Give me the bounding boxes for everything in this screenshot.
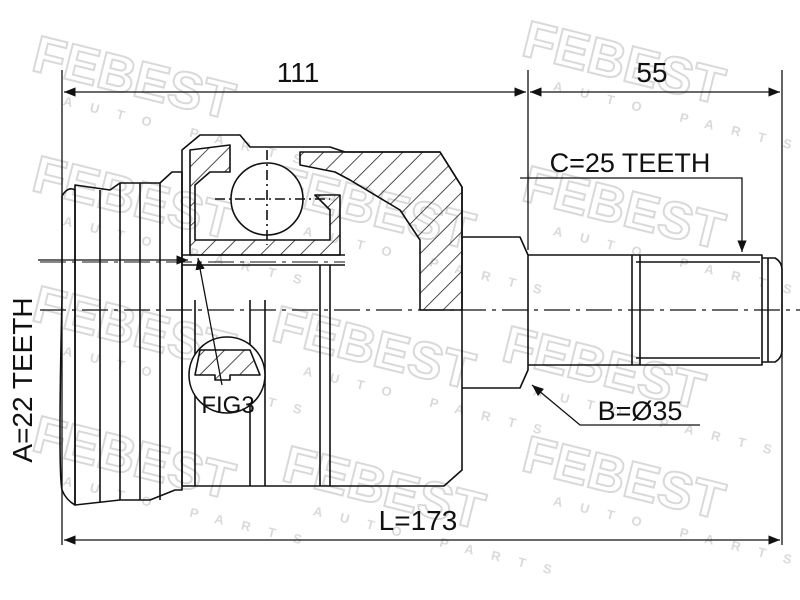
fig3-detail-section bbox=[194, 349, 261, 381]
dim-text-a-teeth: A=22 TEETH bbox=[7, 297, 38, 462]
boot-flange bbox=[59, 188, 76, 506]
fig3-label: FIG3 bbox=[201, 392, 254, 419]
shaft-neck bbox=[462, 236, 529, 389]
dimension-layer bbox=[38, 70, 783, 545]
dim-text-111: 111 bbox=[277, 57, 320, 88]
leader-b bbox=[531, 384, 700, 426]
leader-c bbox=[520, 177, 747, 252]
dim-text-b-diameter: B=Ø35 bbox=[598, 396, 683, 426]
dim-text-55: 55 bbox=[636, 57, 667, 88]
leader-fig3 bbox=[195, 257, 223, 386]
housing-section bbox=[299, 151, 463, 311]
cv-joint-part bbox=[59, 134, 783, 506]
febest-watermark: FEBEST AUTO PARTS bbox=[26, 24, 321, 171]
dim-text-c-teeth: C=25 TEETH bbox=[550, 148, 711, 178]
dim-text-total-length: L=173 bbox=[379, 505, 458, 536]
